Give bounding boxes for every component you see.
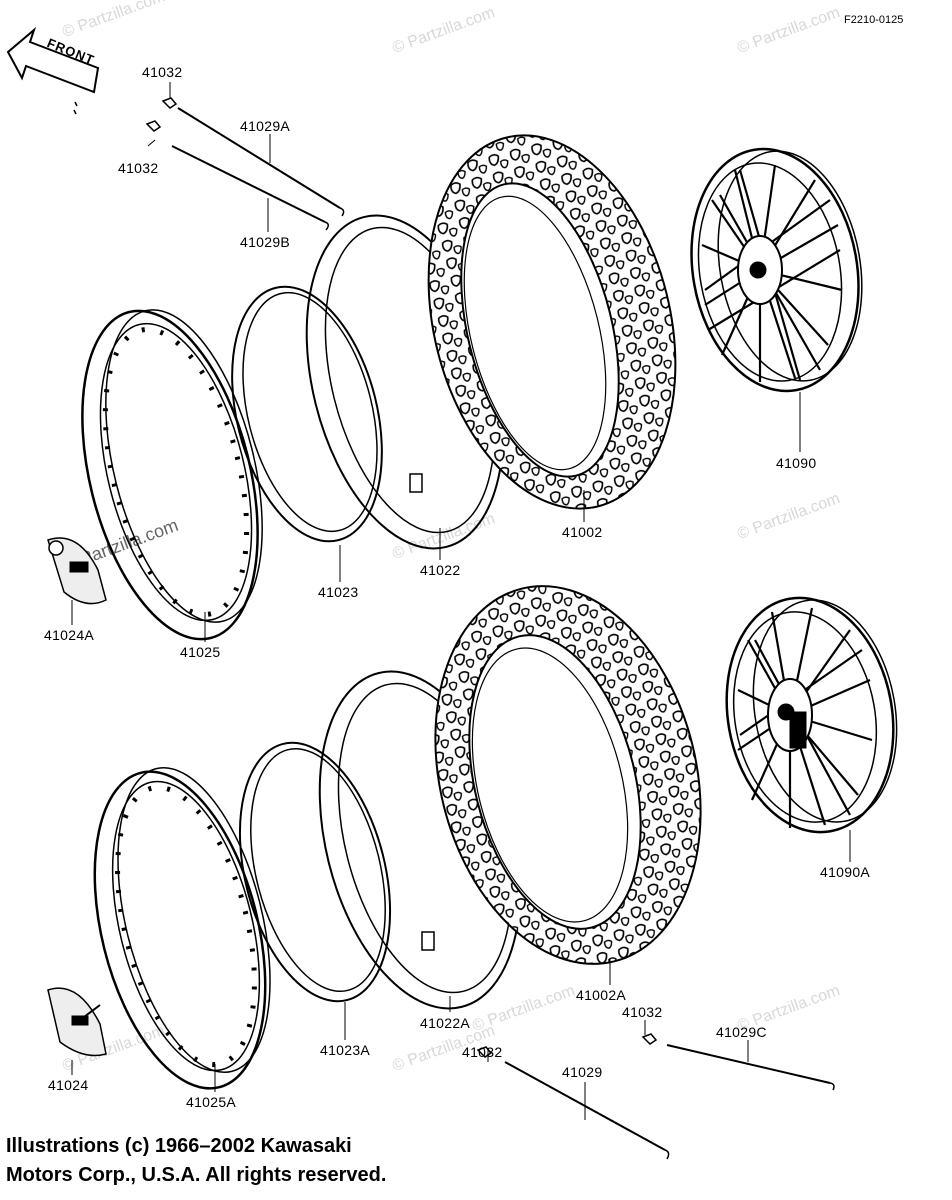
part-label-41029B[interactable]: 41029B: [240, 234, 291, 250]
rim-lock-41024A: [47, 537, 107, 605]
part-label-41025[interactable]: 41025: [180, 644, 221, 660]
rim-41025: [81, 309, 263, 641]
part-label-41090A[interactable]: 41090A: [820, 864, 871, 880]
spoke-41029A: [161, 97, 345, 217]
part-label-41025A[interactable]: 41025A: [186, 1094, 237, 1110]
leader-lines: [71, 82, 851, 1120]
part-label-41032-a[interactable]: 41032: [142, 64, 183, 80]
part-label-41022A[interactable]: 41022A: [420, 1015, 471, 1031]
wheel-assembly-41090: [690, 147, 863, 393]
wheel-assembly-41090A: [725, 596, 898, 834]
part-label-41024[interactable]: 41024: [48, 1077, 89, 1093]
rim-lock-41024: [47, 987, 107, 1057]
front-arrow-icon: [6, 26, 100, 115]
tire-41002: [427, 134, 677, 510]
part-label-41029[interactable]: 41029: [562, 1064, 603, 1080]
rim-41025A: [93, 766, 271, 1090]
part-label-41022[interactable]: 41022: [420, 562, 461, 578]
part-label-41090[interactable]: 41090: [776, 455, 817, 471]
tire-41002A: [434, 585, 702, 965]
part-label-41002[interactable]: 41002: [562, 524, 603, 540]
part-label-41032-c[interactable]: 41032: [622, 1004, 663, 1020]
figure-code: F2210-0125: [844, 14, 904, 26]
spoke-41029C: [641, 1033, 835, 1091]
copyright-notice: Illustrations (c) 1966–2002 Kawasaki Mot…: [6, 1132, 386, 1190]
part-label-41029C[interactable]: 41029C: [716, 1024, 767, 1040]
copyright-line-1: Illustrations (c) 1966–2002 Kawasaki: [6, 1135, 352, 1157]
part-label-41032-d[interactable]: 41032: [462, 1044, 503, 1060]
part-label-41023A[interactable]: 41023A: [320, 1042, 371, 1058]
part-label-41029A[interactable]: 41029A: [240, 118, 291, 134]
part-label-41032-b[interactable]: 41032: [118, 160, 159, 176]
copyright-line-2: Motors Corp., U.S.A. All rights reserved…: [6, 1164, 387, 1186]
rim-band-41023A: [238, 741, 392, 1003]
spoke-41029B: [145, 120, 329, 231]
rim-band-41023: [231, 285, 383, 543]
part-label-41024A[interactable]: 41024A: [44, 627, 95, 643]
part-label-41002A[interactable]: 41002A: [576, 987, 627, 1003]
part-label-41023[interactable]: 41023: [318, 584, 359, 600]
